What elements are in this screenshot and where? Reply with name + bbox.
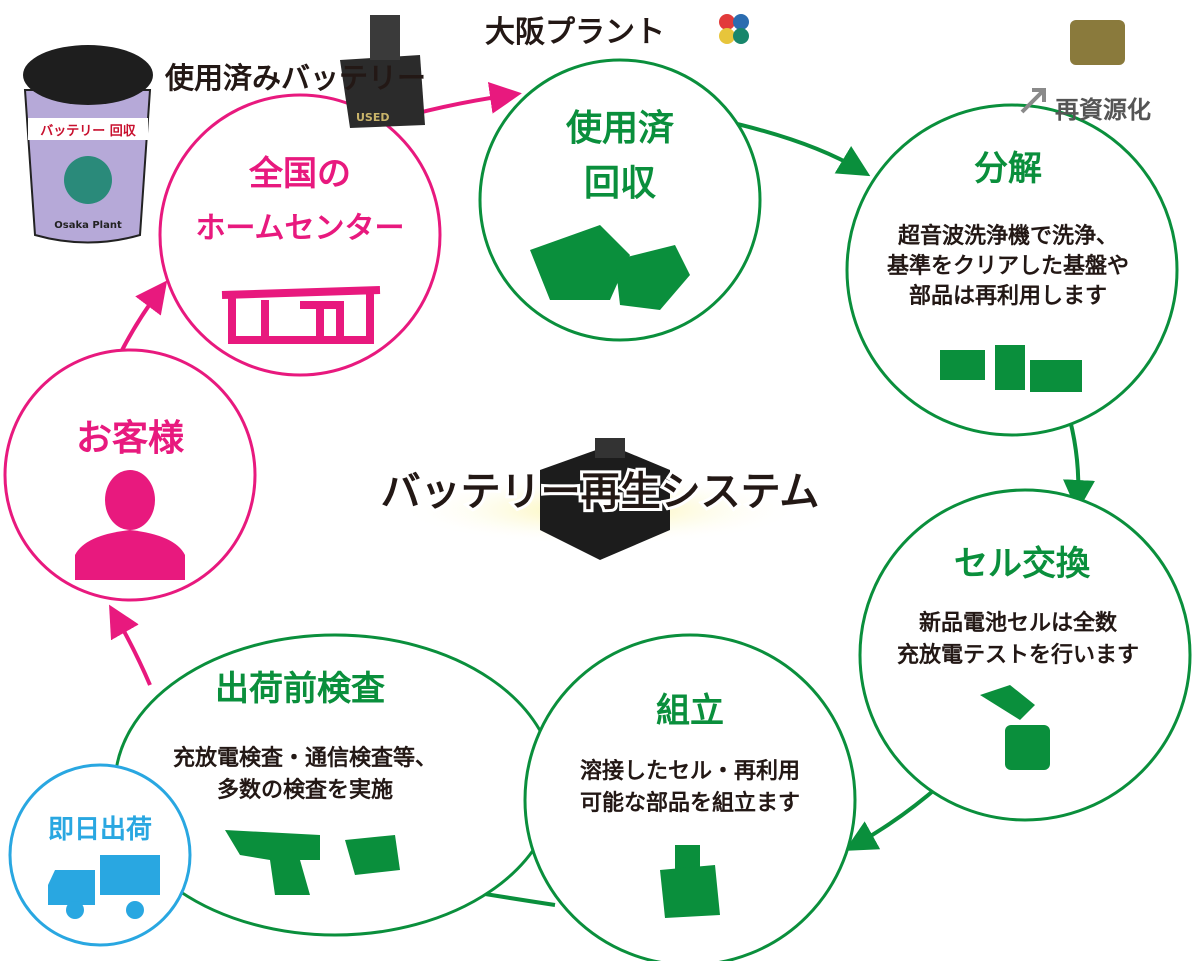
cell-text: 充放電テストを行います (897, 642, 1139, 668)
parts-icon (940, 345, 1082, 392)
collect-subtitle: 回収 (584, 163, 656, 204)
disassemble-text: 部品は再利用します (909, 283, 1107, 309)
disassemble-text: 超音波洗浄機で洗浄、 (898, 223, 1118, 249)
cell-title: セル交換 (954, 544, 1091, 584)
customer-title: お客様 (76, 418, 185, 459)
person-icon (75, 470, 185, 580)
diagram-title: バッテリー再生システム (381, 469, 820, 515)
cell-circle (858, 488, 1192, 822)
can-brand: Osaka Plant (54, 220, 122, 231)
logo-icon (719, 14, 749, 44)
assembled-battery-icon (660, 845, 720, 918)
assemble-circle (523, 633, 857, 961)
disassemble-text: 基準をクリアした基盤や (887, 253, 1129, 279)
plant-label: 大阪プラント (485, 15, 665, 50)
battery-pack-icon (530, 225, 690, 310)
assemble-text: 可能な部品を組立ます (580, 790, 800, 816)
drill-icon (225, 830, 400, 895)
used-battery-icon: USED (340, 15, 425, 128)
homecenter-title: 全国の (248, 154, 351, 194)
disassemble-circle (845, 103, 1179, 437)
can-label: バッテリー 回収 (40, 124, 137, 139)
inspect-title: 出荷前検査 (215, 669, 385, 709)
recycle-label: 再資源化 (1055, 96, 1151, 124)
cell-hand-icon (980, 685, 1050, 770)
assemble-title: 組立 (656, 691, 724, 731)
truck-icon (48, 855, 160, 919)
homecenter-subtitle: ホームセンター (195, 211, 404, 246)
ship-title: 即日出荷 (48, 815, 152, 845)
recycle-arrow-icon (1020, 88, 1046, 114)
collection-can-icon: バッテリー 回収 Osaka Plant (23, 45, 153, 244)
cell-text: 新品電池セルは全数 (919, 610, 1118, 636)
collect-title: 使用済 (566, 108, 674, 149)
battery-icon (540, 438, 670, 560)
assemble-text: 溶接したセル・再利用 (580, 758, 800, 784)
disassemble-title: 分解 (974, 149, 1042, 189)
inspect-text: 多数の検査を実施 (217, 777, 393, 803)
used-tag: USED (356, 111, 390, 124)
recycled-material-icon (1070, 20, 1125, 65)
store-icon (221, 286, 381, 344)
used-battery-label: 使用済みバッテリー (164, 61, 426, 95)
inspect-text: 充放電検査・通信検査等、 (173, 745, 437, 771)
